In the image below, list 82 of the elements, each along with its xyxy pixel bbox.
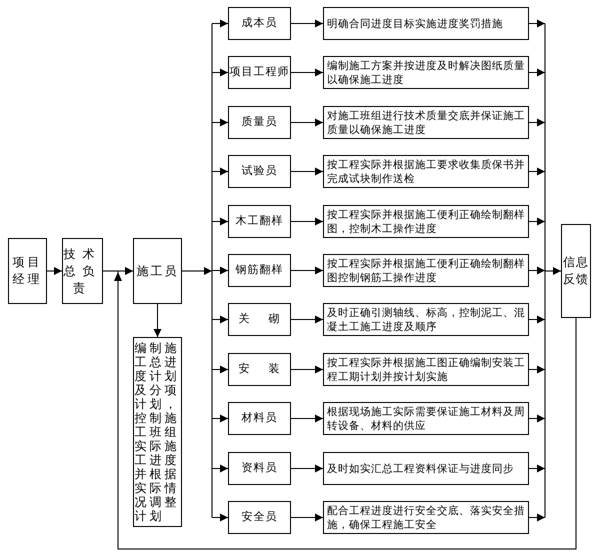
role-box [228,7,291,40]
arrow [212,464,228,472]
duty-text: 按工程实际并根据施工图正确编制安装工程工期计划并按计划实施 [327,356,525,384]
role-title: 项目工程师 [230,64,290,80]
duty-text: 及时正确引测轴线、标高，控制泥工、混凝土工施工进度及顺序 [327,306,525,334]
duty-text: 对施工班组进行技术质量交底并保证施工质量以确保施工进度 [327,108,525,136]
arrow [212,316,228,324]
arrow [528,218,546,226]
arrow [212,118,228,126]
role-box [228,56,291,89]
duty-text: 根据现场施工实际需要保证施工材料及周转设备、材料的供应 [327,404,525,432]
arrow [290,514,324,522]
arrow [290,366,324,374]
node-title: 项目经理 [12,254,42,288]
role-title: 安 装 [238,361,281,378]
role-title: 木工翻样 [236,213,284,230]
arrow [154,304,162,338]
role-box [228,452,291,485]
arrow [290,118,324,126]
role-title: 安全员 [242,509,278,526]
role-title: 材料员 [242,410,278,426]
arrow [212,68,228,76]
arrow [290,20,324,28]
arrow [46,267,62,275]
role-title: 质量员 [242,114,278,130]
role-box [228,155,291,188]
process-box [62,238,103,304]
duty-text: 按工程实际并根据施工要求收集质保书并完成试块制作送检 [327,158,525,186]
arrow [528,20,546,28]
duty-box [323,7,529,40]
feedback-box [561,224,591,318]
role-title: 成本员 [242,15,278,32]
arrow [290,218,324,226]
arrow [212,414,228,422]
role-box [228,501,291,534]
plan-text: 编制施工总进度计划及分项计划，控制施工班组实际施工进度并根据实际情况调整计划 [134,341,180,523]
arrow [528,414,546,422]
duty-text: 按工程实际并根据施工便利正确绘制翻样图，控制木工操作进度 [327,208,525,236]
role-box [228,205,291,238]
role-title: 关 砌 [238,311,281,328]
arrow [528,266,546,274]
role-title: 资料员 [242,460,278,476]
role-title: 钢筋翻样 [236,262,284,278]
arrow [528,118,546,126]
arrow [212,20,228,28]
duty-text: 及时如实汇总工程资料保证与进度同步 [327,462,515,476]
duty-text: 配合工程进度进行安全交底、落实安全措施，确保工程施工安全 [327,504,525,532]
arrow [528,68,546,76]
role-box [228,402,291,435]
arrow [290,414,324,422]
arrow [528,464,546,472]
arrow [544,267,562,275]
arrow [212,168,228,176]
arrow [290,464,324,472]
arrow [290,316,324,324]
process-box [133,238,182,304]
duty-text: 明确合同进度目标实施进度奖罚措施 [327,16,504,30]
role-box [228,254,291,287]
arrow [212,218,228,226]
node-title: 信息反馈 [563,254,589,288]
arrow [212,266,228,274]
duty-text: 按工程实际并根据施工便利正确绘制翻样图控制钢筋工操作进度 [327,256,525,284]
arrow [182,267,212,275]
arrow [290,266,324,274]
arrow [528,514,546,522]
arrow [528,316,546,324]
role-title: 试验员 [242,163,278,180]
role-box [228,353,291,386]
node-title: 施工员 [136,263,178,280]
arrow [528,168,546,176]
duty-box [323,452,529,485]
arrow [290,68,324,76]
role-box [228,303,291,336]
bus-line [544,23,546,518]
node-title: 技术总负责 [64,246,102,296]
duty-text: 编制施工方案并按进度及时解决图纸质量以确保施工进度 [327,58,525,86]
role-box [228,106,291,139]
arrow [528,366,546,374]
arrow [290,168,324,176]
arrow [212,366,228,374]
process-box [8,238,47,304]
arrow [212,514,228,522]
